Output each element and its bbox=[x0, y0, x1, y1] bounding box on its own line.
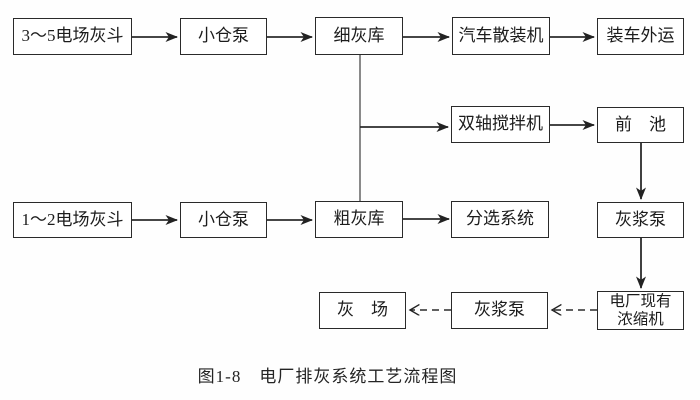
node-label: 双轴搅拌机 bbox=[458, 114, 543, 134]
node-label: 灰浆泵 bbox=[474, 300, 525, 320]
node-label-line2: 浓缩机 bbox=[617, 310, 664, 328]
node-truck-bulk-loader: 汽车散装机 bbox=[452, 17, 550, 55]
figure-caption: 图1-8 电厂排灰系统工艺流程图 bbox=[197, 367, 458, 386]
node-label: 小仓泵 bbox=[198, 209, 249, 229]
node-ash-yard: 灰 场 bbox=[319, 292, 406, 329]
node-fine-ash-silo: 细灰库 bbox=[315, 17, 403, 55]
node-load-and-transport: 装车外运 bbox=[597, 18, 684, 55]
node-twin-shaft-mixer: 双轴搅拌机 bbox=[451, 106, 550, 143]
node-small-silo-pump-bottom: 小仓泵 bbox=[180, 202, 267, 238]
node-hopper-3-5: 3～5电场灰斗 bbox=[13, 18, 132, 55]
node-ash-slurry-pump-mid: 灰浆泵 bbox=[451, 292, 548, 329]
node-label: 3～5电场灰斗 bbox=[21, 26, 124, 46]
node-label: 1～2电场灰斗 bbox=[21, 209, 124, 229]
node-small-silo-pump-top: 小仓泵 bbox=[180, 18, 267, 55]
node-label: 汽车散装机 bbox=[458, 25, 544, 45]
node-label: 小仓泵 bbox=[198, 26, 249, 46]
node-ash-slurry-pump-right: 灰浆泵 bbox=[597, 202, 684, 238]
node-label: 分选系统 bbox=[466, 209, 534, 229]
node-label: 细灰库 bbox=[333, 25, 385, 45]
node-front-pool: 前 池 bbox=[597, 107, 684, 143]
node-label: 灰浆泵 bbox=[615, 209, 666, 229]
node-label: 装车外运 bbox=[606, 26, 675, 46]
node-label: 粗灰库 bbox=[333, 209, 385, 229]
node-coarse-ash-silo: 粗灰库 bbox=[315, 201, 403, 238]
node-label: 前 池 bbox=[615, 114, 666, 134]
node-label-line1: 电厂现有 bbox=[609, 292, 672, 310]
node-existing-plant-thickener: 电厂现有 浓缩机 bbox=[597, 291, 684, 330]
node-sorting-system: 分选系统 bbox=[451, 201, 549, 238]
node-label: 灰 场 bbox=[337, 300, 388, 320]
node-hopper-1-2: 1～2电场灰斗 bbox=[13, 202, 132, 238]
